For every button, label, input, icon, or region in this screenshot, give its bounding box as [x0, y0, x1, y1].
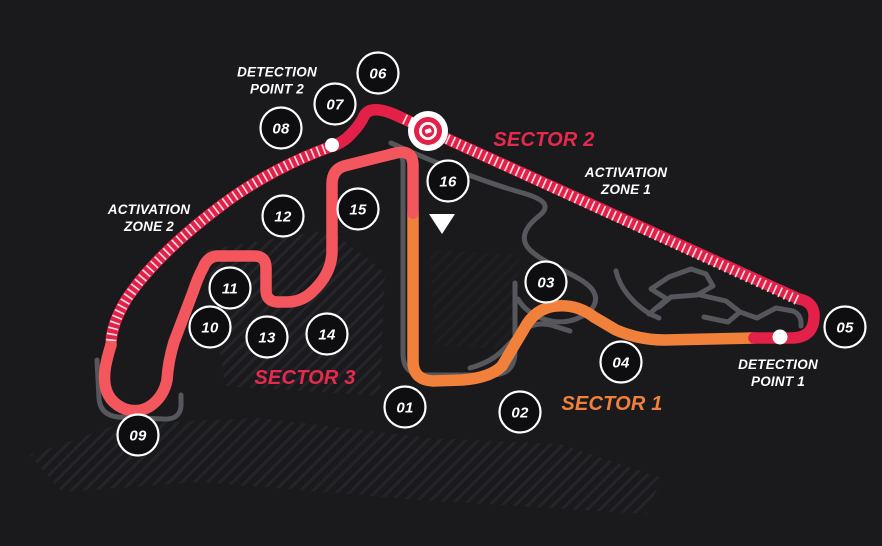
target-car-glyph	[424, 128, 432, 134]
turn-number: 10	[201, 320, 219, 337]
turn-number: 12	[274, 209, 292, 226]
activation-zone-1-label-line1: ACTIVATION	[584, 165, 668, 180]
turn-markers: 01 02 03 04 05 06 07 08 09 10 11 12 13 14 15 16	[116, 51, 867, 457]
zone-labels: DETECTION POINT 2 ACTIVATION ZONE 2 ACTI…	[107, 65, 818, 390]
turn-number: 16	[439, 174, 457, 191]
turn-marker-15: 15	[336, 187, 380, 231]
sector-1-label: SECTOR 1	[561, 393, 662, 415]
ground-hatch-patches	[30, 230, 662, 514]
turn-marker-12: 12	[261, 194, 305, 238]
hatch-patch-midleft	[205, 230, 385, 396]
turn-number: 08	[272, 121, 290, 138]
activation-zone-2-label-line1: ACTIVATION	[107, 202, 191, 217]
turn-number: 05	[836, 320, 854, 337]
turn-number: 15	[349, 202, 367, 219]
detection-point-1-dot	[772, 329, 788, 345]
hatch-patch-bottom	[30, 418, 662, 514]
turn-circle	[259, 106, 303, 150]
hatch-patch-center	[430, 250, 520, 350]
detection-point-2-label-line1: DETECTION	[237, 65, 317, 80]
turn-number: 04	[612, 355, 630, 372]
turn-number: 03	[537, 275, 555, 292]
turn-circle	[599, 340, 643, 384]
turn-number: 13	[258, 330, 276, 347]
turn-circle	[356, 51, 400, 95]
turn-marker-07: 07	[313, 82, 357, 126]
turn-number: 02	[511, 405, 529, 422]
race-direction-arrow-icon	[429, 214, 455, 234]
turn-circle	[305, 312, 349, 356]
turn-number: 11	[222, 281, 238, 298]
turn-marker-13: 13	[245, 315, 289, 359]
turn-number: 07	[326, 97, 344, 114]
detection-point-2-label-line2: POINT 2	[250, 82, 304, 97]
track-sector-3	[98, 146, 419, 417]
activation-zone-2-label-line2: ZONE 2	[123, 219, 174, 234]
turn-marker-01: 01	[383, 385, 427, 429]
inner-loop-road	[388, 140, 598, 325]
turn-number: 09	[129, 428, 147, 445]
turn-circle	[116, 413, 160, 457]
activation-zone-1-label-line2: ZONE 1	[600, 182, 651, 197]
turn-marker-04: 04	[599, 340, 643, 384]
detection-point-1-label-line2: POINT 1	[751, 374, 805, 389]
start-finish-target-icon	[408, 111, 448, 151]
turn-number: 01	[396, 400, 413, 417]
sector-3-label: SECTOR 3	[254, 367, 355, 389]
turn-marker-05: 05	[823, 305, 867, 349]
turn-circle	[261, 194, 305, 238]
turn-circle	[383, 385, 427, 429]
turn-circle	[208, 266, 252, 310]
turn-circle	[188, 305, 232, 349]
sector-2-label: SECTOR 2	[493, 129, 594, 151]
turn-marker-08: 08	[259, 106, 303, 150]
turn-marker-09: 09	[116, 413, 160, 457]
turn-marker-02: 02	[498, 390, 542, 434]
turn-circle	[498, 390, 542, 434]
sector-labels: SECTOR 2 SECTOR 3 SECTOR 1	[254, 129, 662, 415]
turn-marker-14: 14	[305, 312, 349, 356]
track-sector-1	[407, 207, 760, 387]
turn-marker-16: 16	[426, 159, 470, 203]
turn-number: 06	[369, 66, 387, 83]
turn-marker-11: 11	[208, 266, 252, 310]
turn-marker-10: 10	[188, 305, 232, 349]
turn-circle	[524, 260, 568, 304]
detection-point-1-label-line1: DETECTION	[738, 357, 818, 372]
turn-marker-06: 06	[356, 51, 400, 95]
detection-point-2-dot	[325, 138, 339, 152]
turn-circle	[426, 159, 470, 203]
turn-number: 14	[318, 327, 336, 344]
turn-circle	[336, 187, 380, 231]
turn-circle	[245, 315, 289, 359]
turn-circle	[313, 82, 357, 126]
turn-circle	[823, 305, 867, 349]
turn-marker-03: 03	[524, 260, 568, 304]
service-road-e	[737, 305, 804, 329]
service-road-c	[646, 266, 716, 317]
